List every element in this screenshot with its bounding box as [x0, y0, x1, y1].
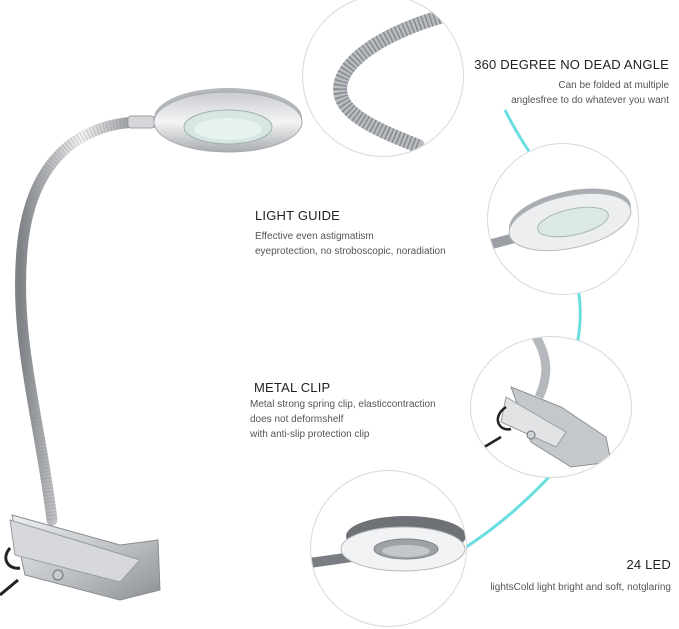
feature-led-line-1: lightsCold light bright and soft, notgla…	[490, 582, 671, 593]
feature-metal-clip-line-3: with anti-slip protection clip	[250, 429, 370, 440]
lamp-head-detail-circle	[487, 143, 639, 295]
clip-detail-circle	[470, 336, 632, 478]
feature-light-guide-line-1: Effective even astigmatism	[255, 231, 374, 242]
feature-metal-clip: METAL CLIP Metal strong spring clip, ela…	[250, 380, 436, 442]
feature-metal-clip-title: METAL CLIP	[254, 380, 331, 395]
feature-led: 24 LED lightsCold light bright and soft,…	[490, 557, 671, 595]
led-ring-icon	[311, 516, 466, 572]
clip-icon	[475, 337, 612, 468]
feature-light-guide: LIGHT GUIDE Effective even astigmatism e…	[255, 208, 446, 259]
feature-angle: 360 DEGREE NO DEAD ANGLE Can be folded a…	[474, 57, 669, 108]
led-ring-detail-circle	[310, 470, 467, 627]
feature-metal-clip-line-2: does not deformshelf	[250, 414, 344, 425]
lamp-head-icon	[488, 188, 632, 252]
feature-angle-line-1: Can be folded at multiple	[558, 80, 669, 91]
feature-light-guide-title: LIGHT GUIDE	[255, 208, 341, 223]
feature-metal-clip-line-1: Metal strong spring clip, elasticcontrac…	[250, 399, 436, 410]
feature-led-title: 24 LED	[626, 557, 671, 572]
feature-angle-line-2: anglesfree to do whatever you want	[511, 95, 669, 106]
feature-light-guide-line-2: eyeprotection, no stroboscopic, noradiat…	[255, 246, 446, 257]
gooseneck-icon	[333, 9, 450, 153]
gooseneck-detail-circle	[302, 0, 464, 157]
feature-angle-title: 360 DEGREE NO DEAD ANGLE	[474, 57, 669, 72]
